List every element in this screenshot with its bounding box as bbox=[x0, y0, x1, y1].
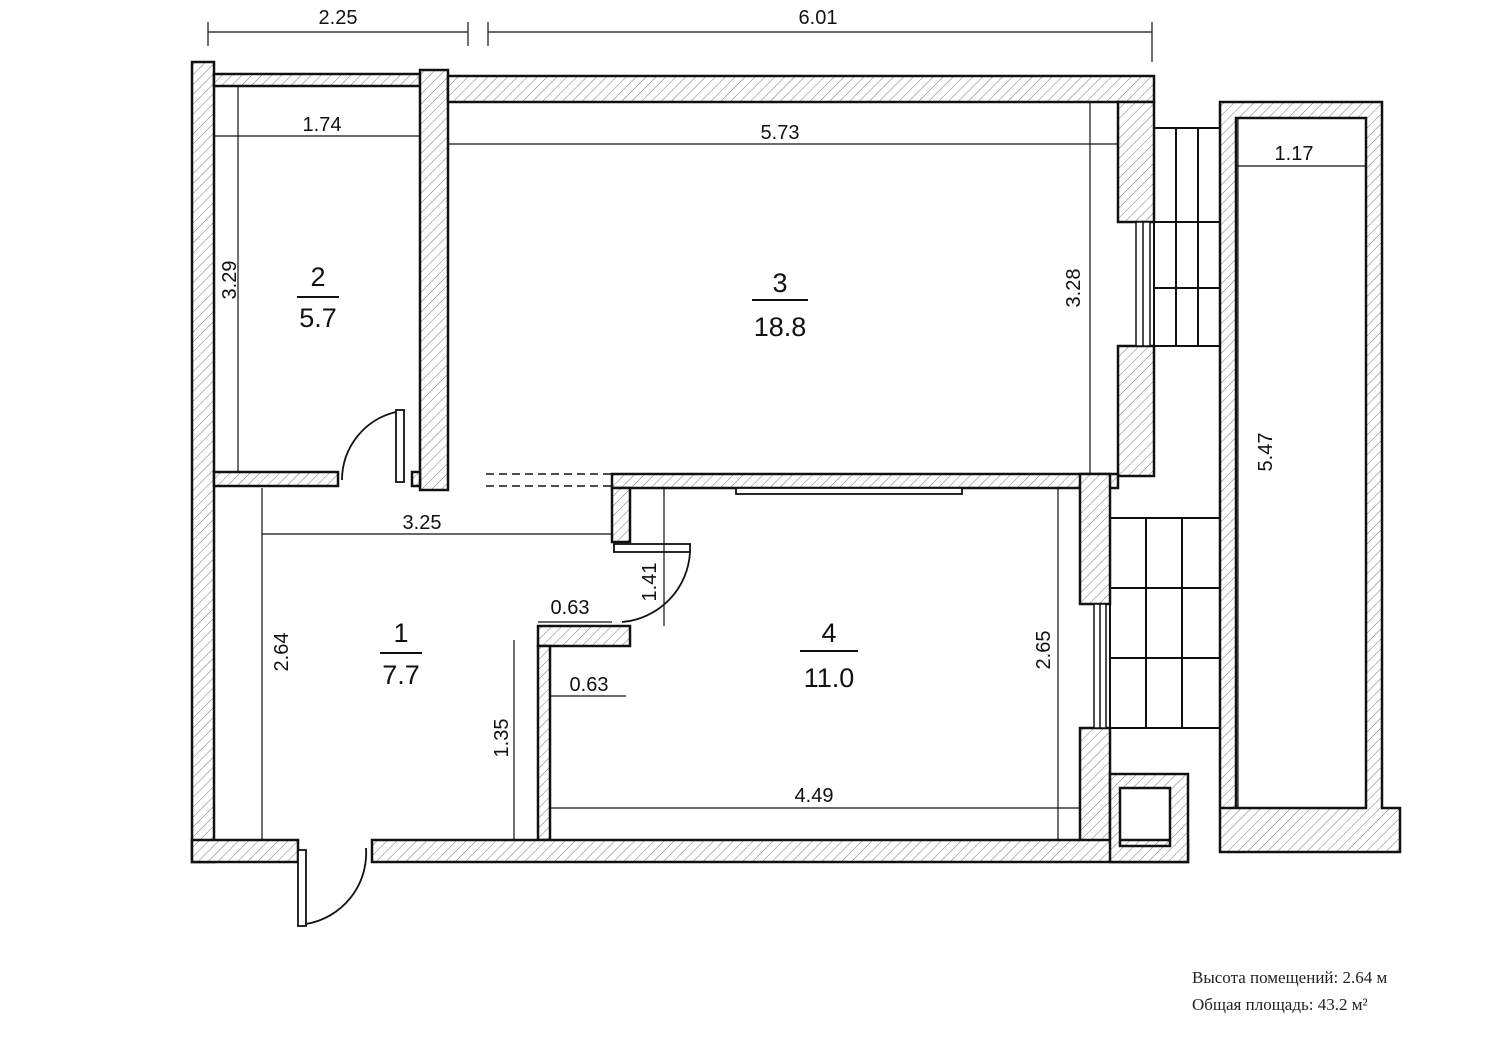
dim-room2-width: 1.74 bbox=[303, 114, 342, 136]
doors bbox=[297, 409, 963, 927]
wall-hall-room4-upper bbox=[610, 486, 632, 544]
plan-notes: Высота помещений: 2.64 м Общая площадь: … bbox=[1192, 964, 1387, 1018]
room-area-4: 11.0 bbox=[804, 663, 855, 693]
wall-stub-room2-door bbox=[410, 470, 422, 488]
dim-hall-width: 3.25 bbox=[403, 512, 442, 534]
dim-room3-width: 5.73 bbox=[761, 122, 800, 144]
dim-hall-height: 2.64 bbox=[271, 633, 293, 672]
wall-bottom-room3 bbox=[610, 472, 1120, 490]
dim-balcony-width: 1.17 bbox=[1275, 143, 1314, 165]
wall-top-room3 bbox=[446, 74, 1156, 104]
dim-hall-step-lower: 0.63 bbox=[570, 674, 609, 696]
wall-right-room3-upper bbox=[1116, 100, 1156, 224]
room-area-2: 5.7 bbox=[299, 303, 337, 333]
windows bbox=[1093, 221, 1151, 729]
wall-bottom-right bbox=[370, 838, 1190, 864]
dim-overall-left: 2.25 bbox=[319, 7, 358, 29]
dim-hall-step-upper: 0.63 bbox=[551, 597, 590, 619]
dim-balcony-length: 5.47 bbox=[1255, 433, 1277, 472]
wall-hall-room4-jog bbox=[536, 624, 632, 648]
wall-right-room4-lower bbox=[1078, 726, 1112, 850]
room-area-1: 7.7 bbox=[382, 660, 420, 690]
wall-bottom-room2 bbox=[212, 470, 340, 488]
dim-room3-height: 3.28 bbox=[1063, 269, 1085, 308]
room-number-3: 3 bbox=[772, 268, 787, 298]
room-number-1: 1 bbox=[393, 618, 408, 648]
dimension-lines bbox=[207, 22, 1366, 840]
total-area-note: Общая площадь: 43.2 м² bbox=[1192, 995, 1368, 1014]
wall-left bbox=[190, 60, 216, 864]
opening-room3 bbox=[486, 473, 612, 487]
wall-top-room2 bbox=[212, 72, 422, 88]
room-area-3: 18.8 bbox=[754, 312, 807, 342]
dim-room4-width: 4.49 bbox=[795, 785, 834, 807]
door-entrance bbox=[297, 847, 368, 927]
wall-partition-2-3 bbox=[418, 68, 450, 492]
radiator-room4 bbox=[735, 487, 963, 495]
dim-hall-lower-depth: 1.35 bbox=[491, 719, 513, 758]
dim-room4-height: 2.65 bbox=[1033, 631, 1055, 670]
dim-overall-right: 6.01 bbox=[799, 7, 838, 29]
walls bbox=[190, 60, 1402, 864]
room-number-4: 4 bbox=[821, 618, 836, 648]
dim-room2-height: 3.29 bbox=[219, 261, 241, 300]
balcony-glazing bbox=[1109, 127, 1221, 729]
ceiling-height-note: Высота помещений: 2.64 м bbox=[1192, 968, 1388, 987]
wall-shaft bbox=[1108, 772, 1190, 864]
room-number-2: 2 bbox=[310, 262, 325, 292]
wall-right-room3-lower bbox=[1116, 344, 1156, 478]
wall-right-room4-upper bbox=[1078, 472, 1112, 606]
room-label-bars bbox=[297, 296, 858, 654]
door-room4 bbox=[613, 543, 691, 623]
wall-hall-room4-lower bbox=[536, 644, 552, 842]
door-room2 bbox=[341, 409, 405, 483]
dim-room4-step-height: 1.41 bbox=[639, 563, 661, 602]
wall-bottom-left bbox=[190, 838, 300, 864]
wall-balcony bbox=[1218, 100, 1402, 854]
